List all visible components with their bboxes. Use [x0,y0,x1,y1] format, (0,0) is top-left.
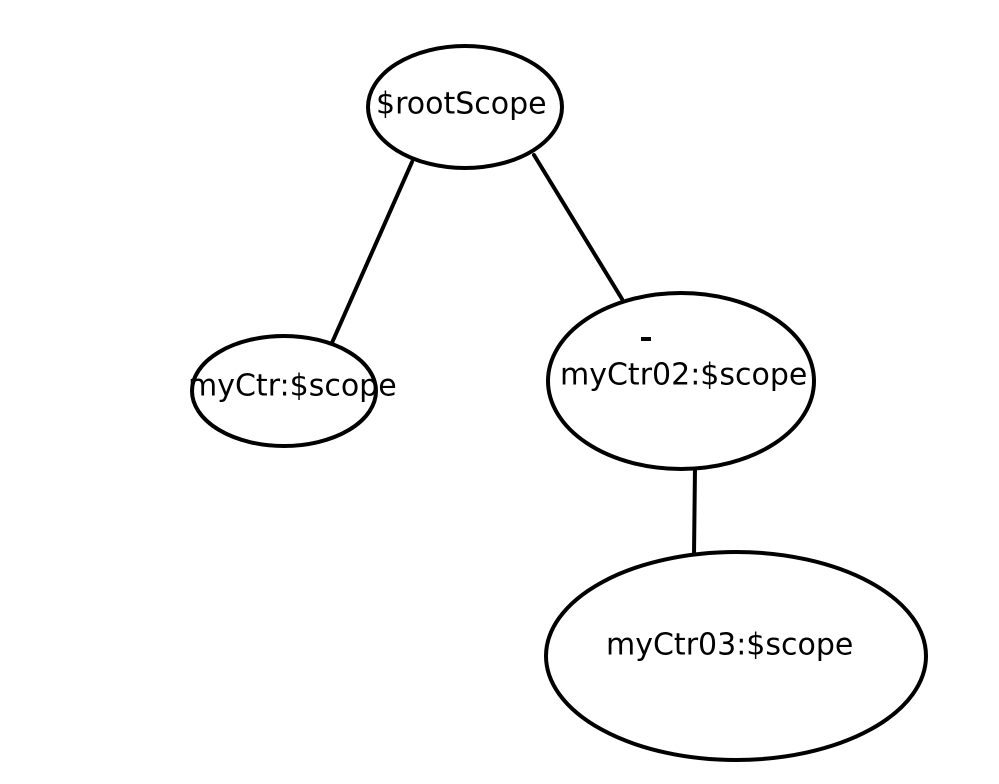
node-rootscope-label: $rootScope [376,87,547,122]
node-myctr-scope: myCtr:$scope [188,334,397,448]
stray-mark [641,337,651,341]
node-myctr03-scope-label: myCtr03:$scope [606,628,853,663]
node-myctr02-scope: myCtr02:$scope [546,291,816,471]
node-myctr03-scope-ellipse [544,550,928,762]
node-myctr03-scope: myCtr03:$scope [544,550,928,762]
edge-root-to-myctr02 [532,153,624,301]
edge-myctr02-to-myctr03 [692,465,697,557]
node-myctr02-scope-ellipse [546,291,816,471]
node-myctr-scope-ellipse [190,334,378,448]
node-myctr-scope-label: myCtr:$scope [188,369,397,404]
node-rootscope-ellipse [366,44,564,170]
edge-root-to-myctr [329,160,414,347]
node-myctr02-scope-label: myCtr02:$scope [560,358,807,393]
node-rootscope: $rootScope [366,44,564,170]
